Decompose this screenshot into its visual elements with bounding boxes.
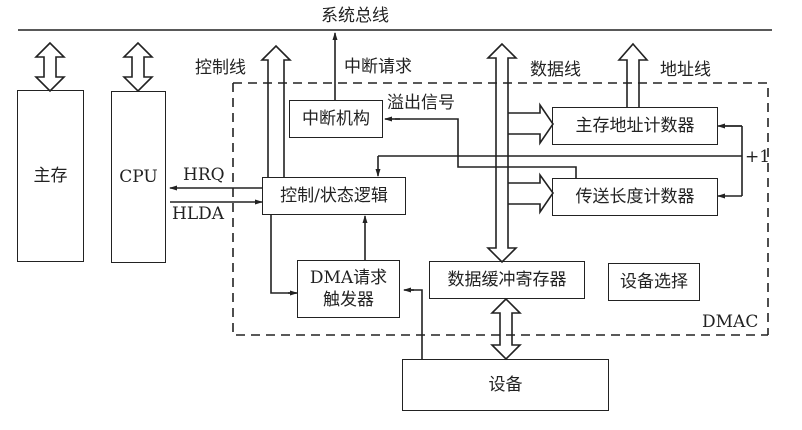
interrupt-request-label: 中断请求 [344, 57, 412, 77]
device-request-line [410, 289, 423, 360]
increment-label: +1 [745, 147, 771, 167]
buffer-device-arrow [490, 297, 522, 361]
hlda-label: HLDA [172, 204, 225, 224]
length-counter-label: 传送长度计数器 [575, 187, 695, 207]
interrupt-unit-block: 中断机构 [289, 100, 383, 138]
address-counter-block: 主存地址计数器 [552, 107, 718, 145]
increment-to-address-counter [720, 125, 743, 196]
data-line-label: 数据线 [530, 60, 581, 80]
control-line-label: 控制线 [195, 58, 246, 78]
data-buffer-block: 数据缓冲寄存器 [429, 261, 585, 299]
system-bus-label: 系统总线 [321, 6, 389, 26]
data-bus-arrow [486, 42, 518, 264]
address-counter-label: 主存地址计数器 [575, 116, 695, 136]
dmac-label: DMAC [702, 312, 759, 332]
interrupt-unit-label: 中断机构 [302, 109, 370, 129]
cpu-label: CPU [119, 167, 158, 187]
control-logic-block: 控制/状态逻辑 [262, 177, 406, 215]
cpu-block: CPU [111, 91, 166, 263]
main-memory-bus-arrow [34, 41, 66, 93]
control-line-arrow [260, 44, 292, 178]
main-memory-block: 主存 [17, 90, 84, 262]
data-to-address-counter-arrow [508, 102, 554, 146]
data-to-length-counter-arrow [508, 172, 554, 215]
control-logic-label: 控制/状态逻辑 [280, 186, 388, 206]
device-select-label: 设备选择 [620, 272, 688, 292]
hrq-label: HRQ [183, 165, 225, 185]
dma-request-label-line1: DMA请求 [309, 268, 388, 288]
overflow-signal-label: 溢出信号 [387, 93, 455, 113]
device-select-block: 设备选择 [608, 263, 700, 301]
control-to-dma-request-line [270, 215, 296, 294]
device-label: 设备 [488, 375, 523, 395]
address-line-label: 地址线 [660, 60, 711, 80]
overflow-signal-line [395, 118, 577, 178]
main-memory-label: 主存 [33, 166, 68, 186]
data-buffer-label: 数据缓冲寄存器 [447, 270, 567, 290]
dma-request-label-line2: 触发器 [323, 290, 374, 310]
dma-request-trigger-block: DMA请求 触发器 [297, 260, 400, 318]
device-block: 设备 [402, 359, 609, 411]
length-counter-block: 传送长度计数器 [552, 178, 718, 216]
cpu-bus-arrow [122, 41, 154, 93]
address-bus-arrow [617, 42, 649, 107]
dmac-boundary [232, 82, 769, 336]
